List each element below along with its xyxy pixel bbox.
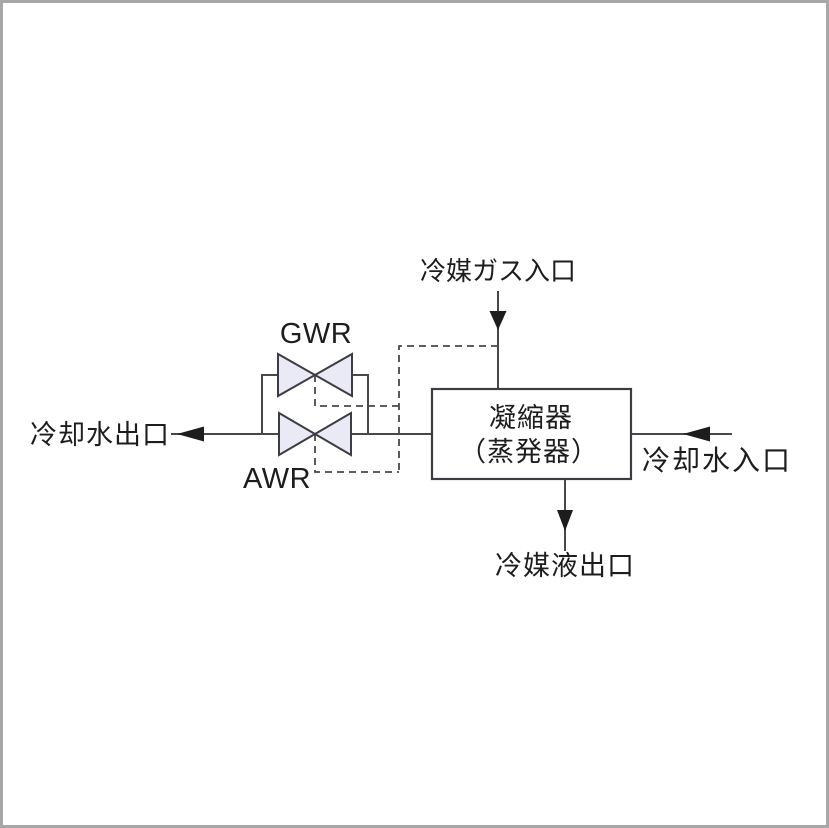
label-awr-valve-tag: AWR	[243, 463, 311, 495]
condenser-vessel: 凝縮器 （蒸発器）	[430, 387, 633, 481]
awr-valve-left-triangle	[278, 411, 317, 457]
flow-arrows	[177, 311, 710, 531]
label-cooling-water-outlet: 冷却水出口	[30, 420, 170, 450]
awr-valve-right-triangle	[313, 411, 352, 457]
gwr-valve-icon	[277, 352, 353, 398]
diagram-labels: 冷媒ガス入口 冷却水出口 冷却水入口 冷媒液出口 GWR AWR	[30, 256, 792, 581]
label-refrigerant-liquid-outlet: 冷媒液出口	[495, 551, 635, 581]
vessel-name-line2: （蒸発器）	[459, 437, 599, 467]
condenser-box	[430, 387, 633, 481]
arrow-left-inlet-icon	[683, 426, 710, 442]
arrow-down-liquid-icon	[557, 510, 573, 531]
signal-line-awr	[314, 434, 399, 473]
label-gwr-valve-tag: GWR	[280, 318, 352, 350]
process-flow-diagram: 凝縮器 （蒸発器） 冷媒ガス入口 冷却水出口 冷却水入口 冷媒液出口 GWR	[30, 256, 792, 581]
gwr-valve-left-triangle	[277, 352, 318, 398]
label-refrigerant-gas-inlet: 冷媒ガス入口	[420, 256, 576, 286]
signal-line-gwr	[314, 375, 399, 407]
control-signal-lines	[314, 345, 498, 473]
signal-line-sense-main	[398, 345, 498, 472]
arrow-left-icon	[177, 426, 204, 442]
gwr-valve-right-triangle	[312, 352, 353, 398]
label-cooling-water-inlet: 冷却水入口	[642, 445, 792, 476]
awr-valve-icon	[278, 411, 352, 457]
vessel-name-line1: 凝縮器	[489, 403, 573, 433]
arrow-down-gas-icon	[489, 311, 507, 330]
